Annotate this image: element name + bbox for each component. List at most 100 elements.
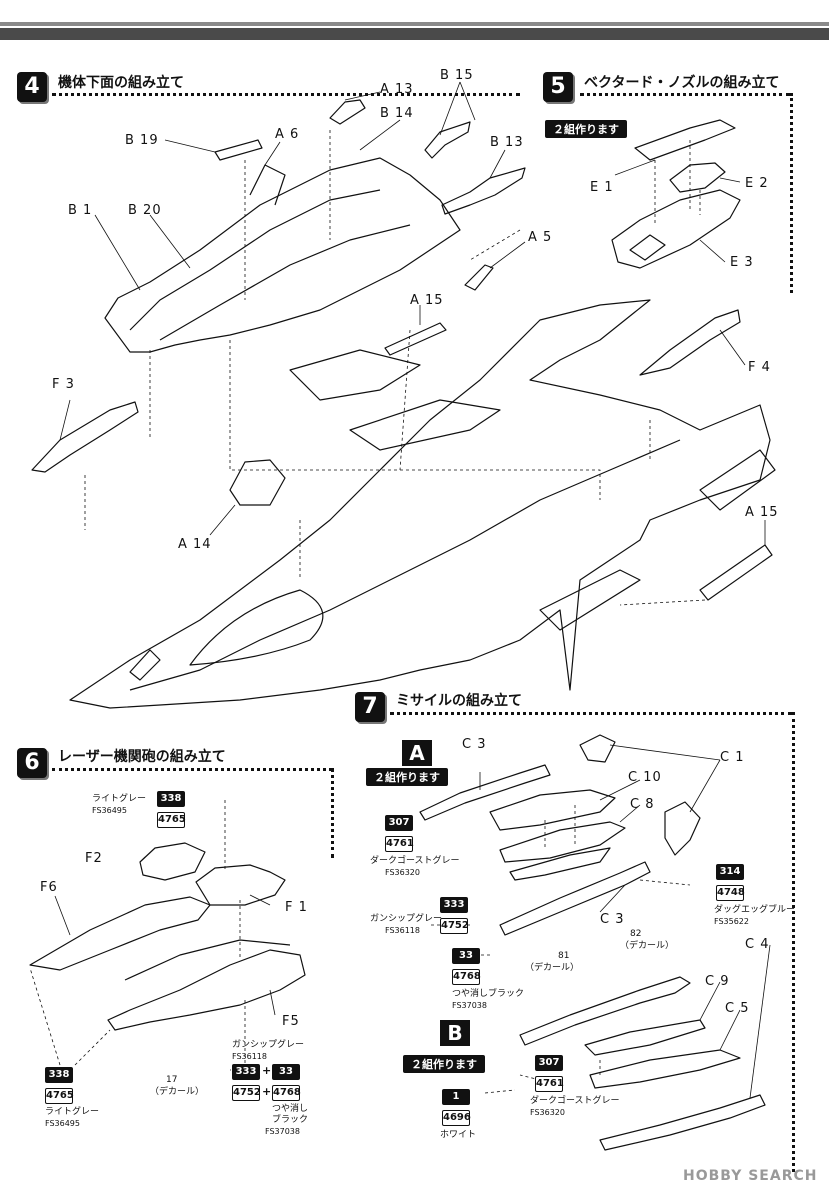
label-a15-right: A 15 bbox=[745, 505, 779, 520]
paint-code-338-bottom: 338 bbox=[45, 1067, 73, 1083]
part-b13 bbox=[441, 167, 526, 215]
part-a15-small bbox=[384, 322, 447, 356]
paint-lightgray-fs: FS36495 bbox=[92, 806, 127, 815]
step-4-divider bbox=[52, 93, 520, 96]
decal-81: 81 bbox=[558, 951, 570, 961]
label-f6: F6 bbox=[40, 880, 58, 895]
step-5-number: 5 bbox=[543, 72, 573, 102]
paint-307-fs-a: FS36320 bbox=[385, 868, 420, 877]
paint-4768-s7: 4768 bbox=[452, 969, 481, 985]
paint-gunship-fs: FS36118 bbox=[232, 1052, 267, 1061]
paint-mix-plus-b: + bbox=[262, 1085, 272, 1098]
part-b19 bbox=[214, 139, 263, 161]
label-c1: C 1 bbox=[720, 750, 745, 765]
watermark-logo: HOBBY SEARCH bbox=[683, 1168, 818, 1184]
fin-c1 bbox=[664, 801, 701, 856]
paint-code-338-top: 338 bbox=[157, 791, 185, 807]
label-b13: B 13 bbox=[490, 135, 524, 150]
paint-flat-fs: FS37038 bbox=[265, 1127, 300, 1136]
part-a5 bbox=[464, 264, 494, 291]
paint-4748: 4748 bbox=[716, 885, 745, 901]
step-6-side-border bbox=[331, 768, 334, 858]
missile-a-c8 bbox=[499, 821, 626, 863]
decal-82: 82 bbox=[630, 929, 642, 939]
label-f4: F 4 bbox=[748, 360, 771, 375]
paint-307-fs-b: FS36320 bbox=[530, 1108, 565, 1117]
step-4-title: 機体下面の組み立て bbox=[58, 75, 184, 91]
paint-33-fs-s7: FS37038 bbox=[452, 1001, 487, 1010]
header-band bbox=[0, 0, 829, 46]
paint-4696: 4696 bbox=[442, 1110, 471, 1126]
paint-mix-plus-a: + bbox=[262, 1064, 272, 1077]
paint-code-4765-bottom: 4765 bbox=[45, 1088, 74, 1104]
missile-b-lower bbox=[599, 1094, 766, 1151]
paint-mix-4752: 4752 bbox=[232, 1085, 261, 1101]
section-b-marker: B bbox=[440, 1020, 470, 1046]
label-f3: F 3 bbox=[52, 377, 75, 392]
paint-314-fs: FS35622 bbox=[714, 917, 749, 926]
paint-mix-33: 33 bbox=[272, 1064, 300, 1080]
step-7-title: ミサイルの組み立て bbox=[396, 693, 522, 709]
header-stripe-dark bbox=[0, 28, 829, 40]
label-b19: B 19 bbox=[125, 133, 159, 148]
fuselage-lower bbox=[69, 299, 771, 709]
decal-81-label: （デカール） bbox=[525, 963, 580, 973]
part-f1 bbox=[195, 864, 286, 906]
missile-a-c3b bbox=[499, 861, 651, 936]
paint-4752-s7: 4752 bbox=[440, 918, 469, 934]
paint-314-name: ダッグエッグブルー bbox=[714, 905, 796, 915]
paint-33-s7: 33 bbox=[452, 948, 480, 964]
label-a6: A 6 bbox=[275, 127, 300, 142]
label-f2: F2 bbox=[85, 851, 103, 866]
missile-a-rail bbox=[509, 847, 611, 881]
step-5-divider bbox=[580, 93, 790, 96]
header-stripe-light bbox=[0, 22, 829, 26]
paint-lightgray2-name: ライトグレー bbox=[45, 1107, 100, 1117]
paint-1-name: ホワイト bbox=[440, 1130, 477, 1140]
section-a-marker: A bbox=[402, 740, 432, 766]
paint-flat-name2: ブラック bbox=[272, 1115, 309, 1125]
label-a13: A 13 bbox=[380, 82, 414, 97]
part-f3 bbox=[31, 401, 139, 473]
paint-314: 314 bbox=[716, 864, 744, 880]
part-e3 bbox=[611, 189, 741, 269]
missile-b-c4 bbox=[519, 976, 691, 1046]
paint-1: 1 bbox=[442, 1089, 470, 1105]
step-7-side-border bbox=[792, 712, 795, 1172]
paint-lightgray2-fs: FS36495 bbox=[45, 1119, 80, 1128]
paint-gunship-name: ガンシップグレー bbox=[232, 1040, 305, 1050]
label-f5: F5 bbox=[282, 1014, 300, 1029]
part-a15-right bbox=[699, 544, 773, 601]
label-c8: C 8 bbox=[630, 797, 655, 812]
label-c3-b: C 3 bbox=[600, 912, 625, 927]
paint-flat-name1: つや消し bbox=[272, 1104, 309, 1114]
step-5-side-border bbox=[790, 93, 793, 293]
section-a-two-sets-note: ２組作ります bbox=[366, 768, 448, 786]
step-6-divider bbox=[52, 768, 332, 771]
step-6-number: 6 bbox=[17, 748, 47, 778]
part-b15 bbox=[424, 121, 471, 159]
missile-a-c1 bbox=[579, 734, 616, 763]
label-e2: E 2 bbox=[745, 176, 769, 191]
section-b-two-sets-note: ２組作ります bbox=[403, 1055, 485, 1073]
part-a13 bbox=[329, 99, 366, 125]
missile-b-c5 bbox=[589, 1049, 741, 1089]
label-c4: C 4 bbox=[745, 937, 770, 952]
label-c5: C 5 bbox=[725, 1001, 750, 1016]
label-f1: F 1 bbox=[285, 900, 308, 915]
paint-333-s7: 333 bbox=[440, 897, 468, 913]
decal-82-label: （デカール） bbox=[620, 941, 675, 951]
paint-4761-b: 4761 bbox=[535, 1076, 564, 1092]
part-f6 bbox=[29, 896, 211, 971]
label-e1: E 1 bbox=[590, 180, 614, 195]
paint-code-4765-top: 4765 bbox=[157, 812, 186, 828]
label-e3: E 3 bbox=[730, 255, 754, 270]
decal-17-label: （デカール） bbox=[150, 1087, 205, 1097]
paint-4761-a: 4761 bbox=[385, 836, 414, 852]
paint-mix-333: 333 bbox=[232, 1064, 260, 1080]
step-5-two-sets-note: ２組作ります bbox=[545, 120, 627, 138]
paint-307-b: 307 bbox=[535, 1055, 563, 1071]
label-b1: B 1 bbox=[68, 203, 93, 218]
label-a15-upper: A 15 bbox=[410, 293, 444, 308]
